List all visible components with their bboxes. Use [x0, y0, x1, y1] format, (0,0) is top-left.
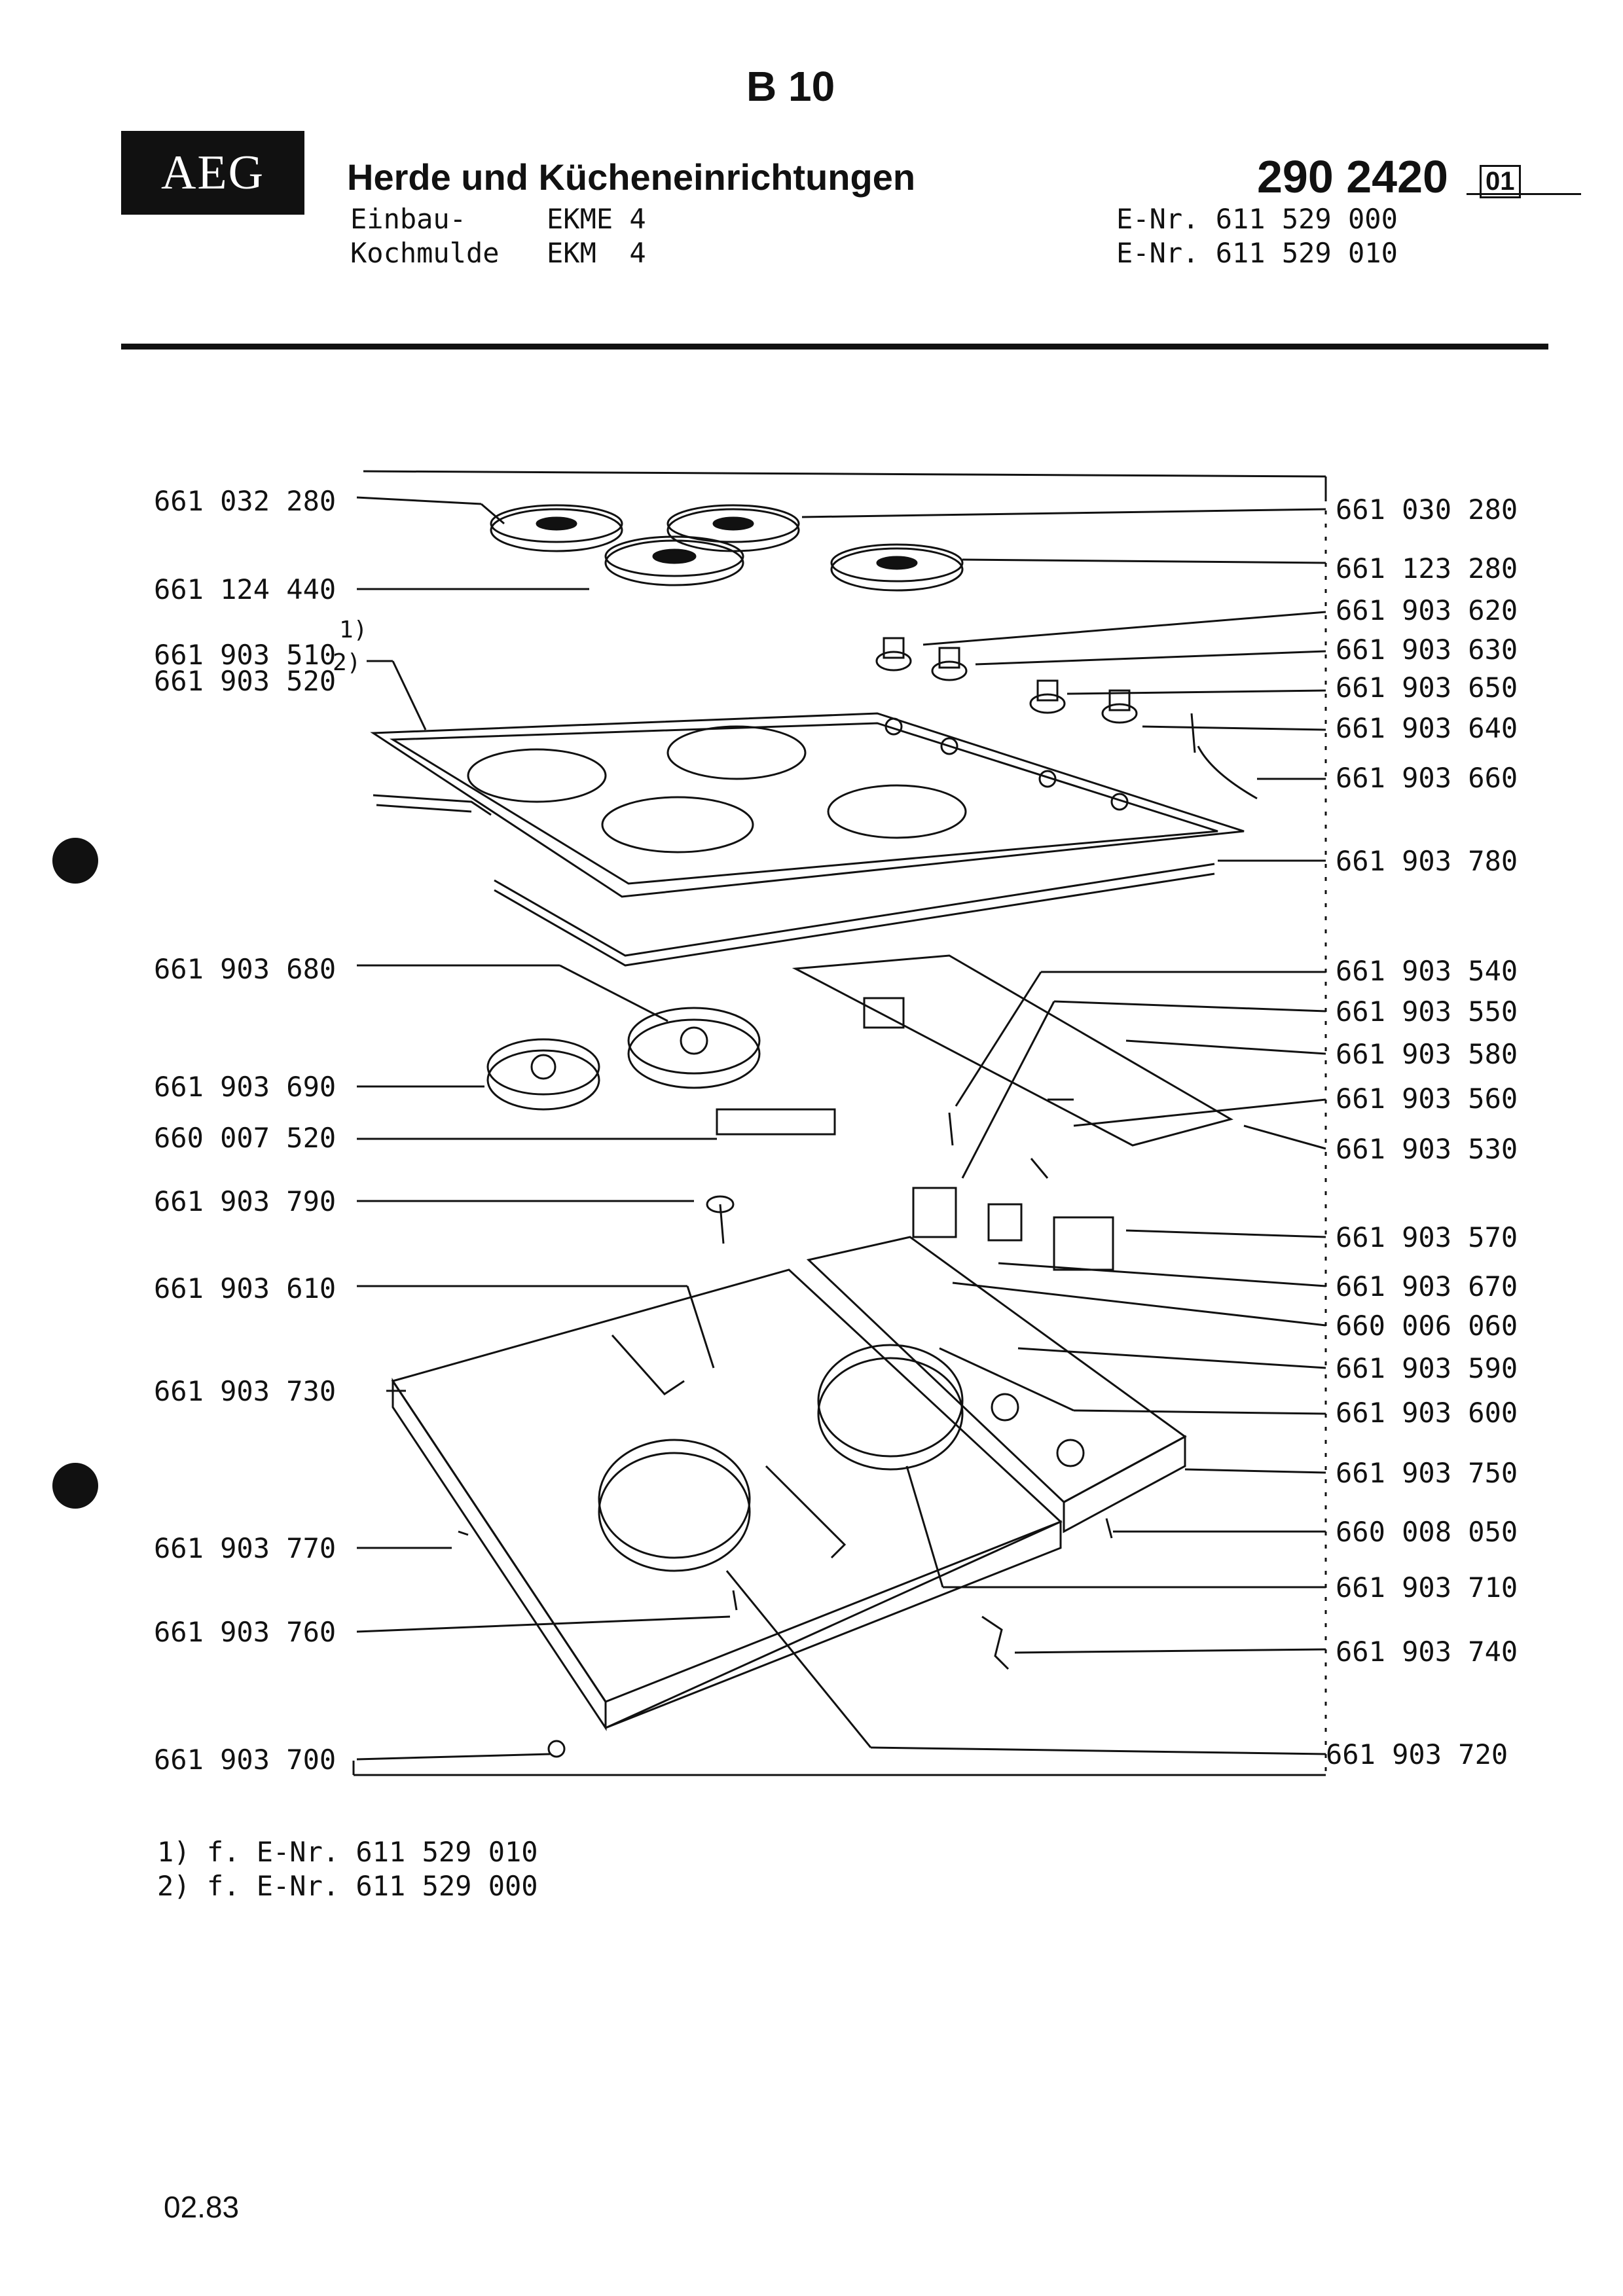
part-number-left: 661 903 770: [154, 1532, 337, 1564]
part-number-right: 661 903 530: [1336, 1133, 1518, 1165]
part-number-left: 661 903 700: [154, 1744, 337, 1776]
part-number-right: 661 903 630: [1336, 634, 1518, 666]
part-number-right: 661 123 280: [1336, 552, 1518, 584]
part-number-right: 661 030 280: [1336, 493, 1518, 526]
part-number-right: 661 903 660: [1336, 762, 1518, 794]
punch-hole-bottom: [52, 1463, 98, 1509]
part-number-left: 661 903 520: [154, 665, 337, 697]
document-revision: 01: [1480, 165, 1521, 198]
part-number-right: 661 903 550: [1336, 996, 1518, 1028]
part-number-right: 661 903 620: [1336, 594, 1518, 626]
model-value-2: EKM 4: [547, 237, 646, 269]
footnote-1: 1) f. E-Nr. 611 529 010: [157, 1836, 538, 1868]
part-number-right: 661 903 540: [1336, 955, 1518, 987]
part-number-right: 660 006 060: [1336, 1310, 1518, 1342]
enr-2: E-Nr. 611 529 010: [1116, 237, 1398, 269]
page-title: Herde und Kücheneinrichtungen: [347, 156, 916, 198]
footnote-2: 2) f. E-Nr. 611 529 000: [157, 1870, 538, 1902]
part-number-left: 661 903 730: [154, 1375, 337, 1407]
part-number-right: 661 903 560: [1336, 1083, 1518, 1115]
part-number-right: 661 903 740: [1336, 1636, 1518, 1668]
aeg-logo: AEG: [121, 131, 304, 215]
part-number-right: 661 903 590: [1336, 1352, 1518, 1384]
part-number-right: 661 903 640: [1336, 712, 1518, 744]
part-number-left: 661 903 790: [154, 1185, 337, 1217]
document-number: 290 2420: [1257, 151, 1448, 202]
part-number-left: 660 007 520: [154, 1122, 337, 1154]
part-number-left: 661 903 510: [154, 639, 337, 671]
enr-1: E-Nr. 611 529 000: [1116, 203, 1398, 235]
part-number-right: 661 903 710: [1336, 1571, 1518, 1604]
punch-hole-top: [52, 838, 98, 884]
part-number-left: 661 032 280: [154, 485, 337, 517]
part-number-left: 661 903 610: [154, 1272, 337, 1304]
part-number-right: 661 903 670: [1336, 1270, 1518, 1302]
part-number-right: 661 903 780: [1336, 845, 1518, 877]
sheet-code: B 10: [746, 63, 835, 110]
part-number-left: 661 903 760: [154, 1616, 337, 1648]
part-number-right: 661 903 650: [1336, 672, 1518, 704]
part-number-right: 661 903 750: [1336, 1457, 1518, 1489]
header-rule: [121, 344, 1548, 350]
part-number-right: 661 903 720: [1326, 1738, 1508, 1770]
part-number-right: 661 903 580: [1336, 1038, 1518, 1070]
part-number-left: 661 903 690: [154, 1071, 337, 1103]
part-number-left: 661 124 440: [154, 573, 337, 605]
part-number-right: 661 903 600: [1336, 1397, 1518, 1429]
doc-number-underline: [1467, 193, 1581, 195]
issue-date: 02.83: [164, 2190, 240, 2224]
model-value-1: EKME 4: [547, 203, 646, 235]
part-number-right: 660 008 050: [1336, 1516, 1518, 1548]
part-number-right: 661 903 570: [1336, 1221, 1518, 1253]
model-label-2: Kochmulde: [350, 237, 500, 269]
footnote-mark-1: 1): [339, 617, 368, 643]
part-number-left: 661 903 680: [154, 953, 337, 985]
model-label-1: Einbau-: [350, 203, 467, 235]
footnote-mark-2: 2): [333, 649, 361, 676]
